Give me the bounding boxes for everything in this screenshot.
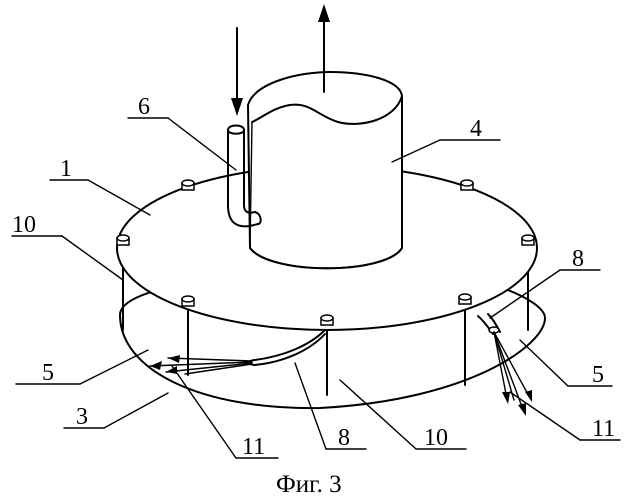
- figure-caption: Фиг. 3: [276, 471, 342, 498]
- inlet-arrow: [231, 28, 243, 116]
- outlet-arrow: [318, 4, 330, 92]
- label-10-top: 10: [12, 212, 36, 238]
- label-3: 3: [76, 404, 88, 430]
- label-8-bottom: 8: [338, 425, 350, 451]
- nozzle-left-8: [250, 330, 325, 365]
- jets-left-11: [150, 355, 252, 374]
- label-5-right: 5: [592, 362, 604, 388]
- nozzle-right-8: [478, 314, 500, 334]
- label-10-bottom: 10: [424, 425, 448, 451]
- label-4: 4: [470, 116, 482, 142]
- label-5-left: 5: [42, 360, 54, 386]
- label-1: 1: [60, 156, 72, 182]
- label-8-top: 8: [572, 246, 584, 272]
- label-11-left: 11: [242, 434, 265, 460]
- label-6: 6: [138, 94, 150, 120]
- cylinder-4: [248, 72, 402, 268]
- label-11-right: 11: [592, 416, 615, 442]
